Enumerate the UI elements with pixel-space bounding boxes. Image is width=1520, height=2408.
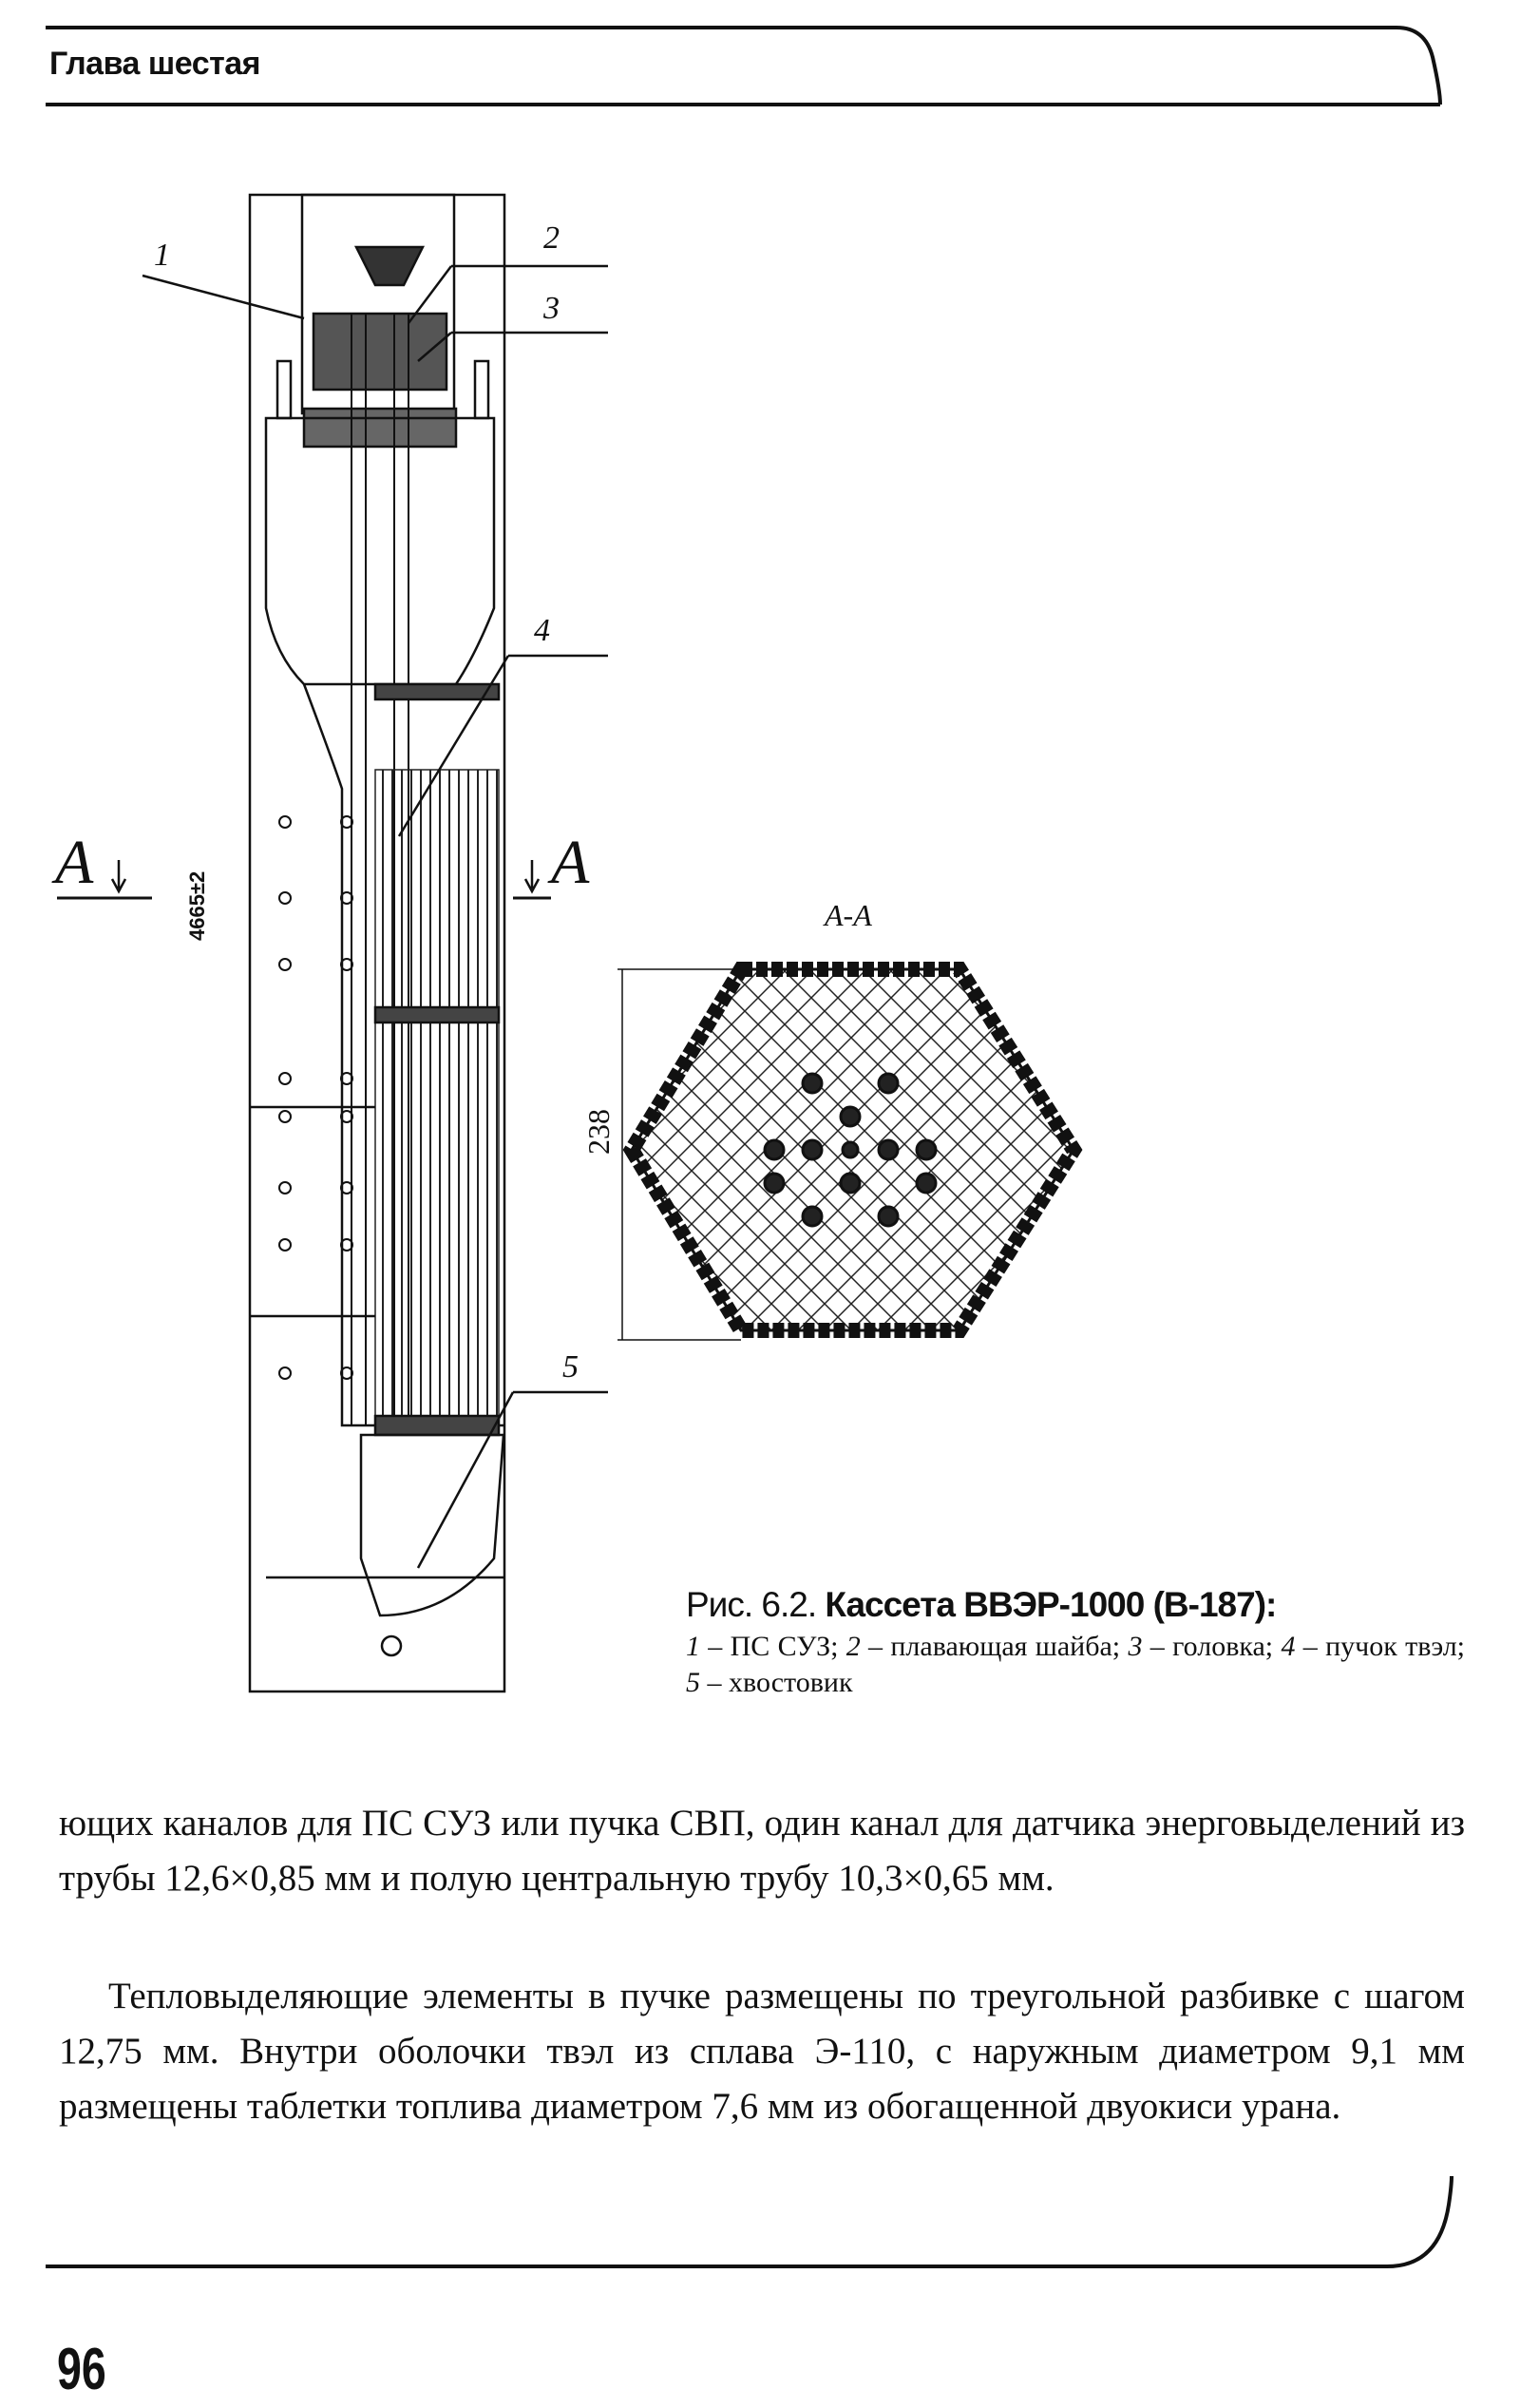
legend-num: 3 xyxy=(1128,1631,1143,1662)
callout-1: 1 xyxy=(154,238,170,273)
figure-caption: Рис. 6.2. Кассета ВВЭР-1000 (В-187): 1 –… xyxy=(686,1585,1465,1701)
width-dimension: 238 xyxy=(581,1109,616,1155)
legend-text: головка; xyxy=(1172,1631,1274,1662)
caption-legend: 1 – ПС СУЗ; 2 – плавающая шайба; 3 – гол… xyxy=(686,1631,1466,1698)
body-paragraph: ющих каналов для ПС СУЗ или пучка СВП, о… xyxy=(59,1803,1465,1899)
legend-num: 4 xyxy=(1281,1631,1296,1662)
body-paragraph: Тепловыделяющие элементы в пучке размеще… xyxy=(59,1976,1465,2127)
section-mark-left: А xyxy=(55,828,94,897)
length-dimension: 4665±2 xyxy=(185,870,209,941)
section-title: А-А xyxy=(825,898,872,932)
legend-text: ПС СУЗ; xyxy=(730,1631,839,1662)
caption-title: Рис. 6.2. Кассета ВВЭР-1000 (В-187): xyxy=(686,1585,1465,1625)
caption-prefix: Рис. 6.2. xyxy=(686,1585,817,1624)
chapter-header: Глава шестая xyxy=(49,46,261,82)
legend-num: 5 xyxy=(686,1667,700,1698)
legend-text: хвостовик xyxy=(729,1667,853,1698)
callout-4: 4 xyxy=(534,613,550,648)
assembly-drawing xyxy=(57,193,608,1693)
callout-3: 3 xyxy=(543,291,560,326)
cross-section-drawing xyxy=(618,962,1083,1341)
bolt-holes xyxy=(278,815,353,1380)
legend-num: 1 xyxy=(686,1631,700,1662)
guide-channels xyxy=(763,1072,938,1228)
section-mark-right: А xyxy=(551,828,590,897)
legend-num: 2 xyxy=(846,1631,861,1662)
footer-rule xyxy=(46,2175,1454,2268)
page-number: 96 xyxy=(57,2337,106,2402)
legend-text: плавающая шайба; xyxy=(890,1631,1121,1662)
callout-5: 5 xyxy=(562,1349,579,1385)
header-rule xyxy=(46,26,1442,106)
legend-text: пучок твэл; xyxy=(1325,1631,1466,1662)
callout-2: 2 xyxy=(543,220,560,256)
caption-title-text: Кассета ВВЭР-1000 (В-187): xyxy=(825,1585,1277,1624)
